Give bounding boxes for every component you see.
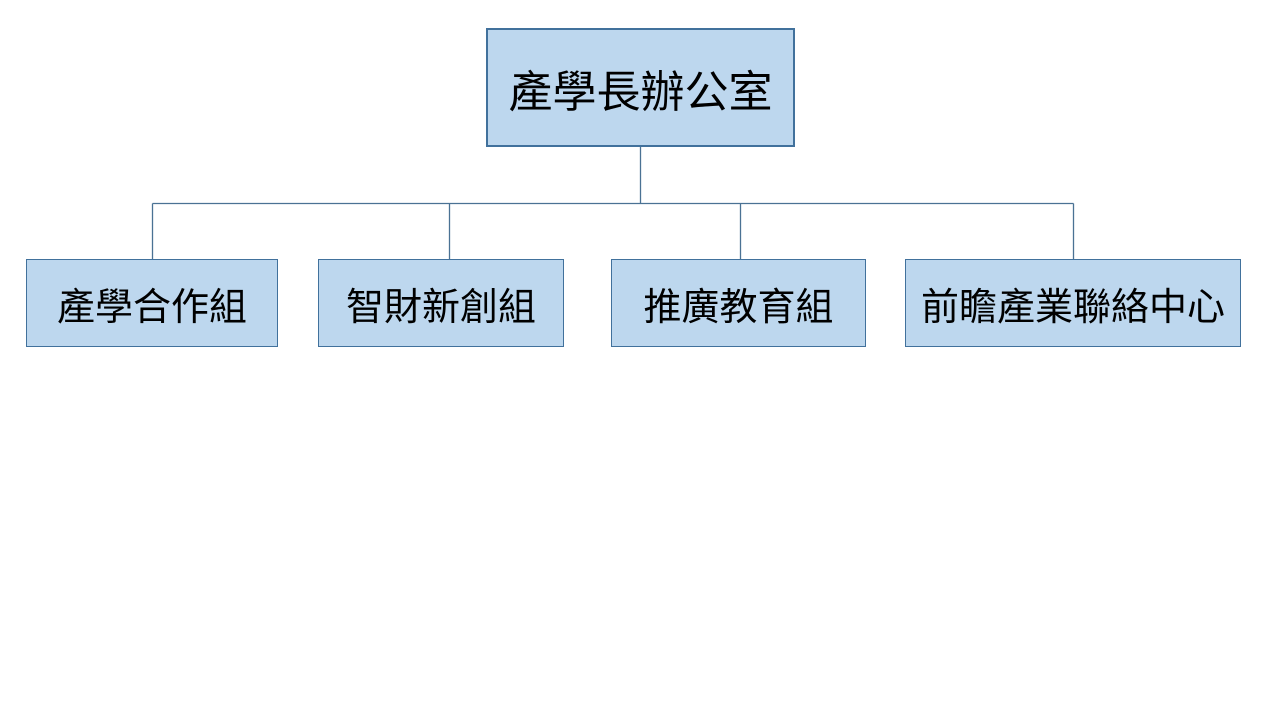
org-node-label: 前瞻產業聯絡中心 [920, 286, 1225, 329]
org-node-extension-education: 推廣教育組 [611, 259, 866, 347]
org-node-industry-academia-cooperation: 產學合作組 [26, 259, 278, 347]
org-node-label: 產學合作組 [56, 286, 247, 329]
org-node-label: 智財新創組 [345, 286, 536, 329]
org-node-ip-startup: 智財新創組 [318, 259, 564, 347]
org-node-root-label: 產學長辦公室 [508, 67, 773, 117]
org-node-root: 產學長辦公室 [486, 28, 795, 147]
org-node-future-industry-liaison-center: 前瞻產業聯絡中心 [905, 259, 1241, 347]
org-node-label: 推廣教育組 [643, 286, 834, 329]
